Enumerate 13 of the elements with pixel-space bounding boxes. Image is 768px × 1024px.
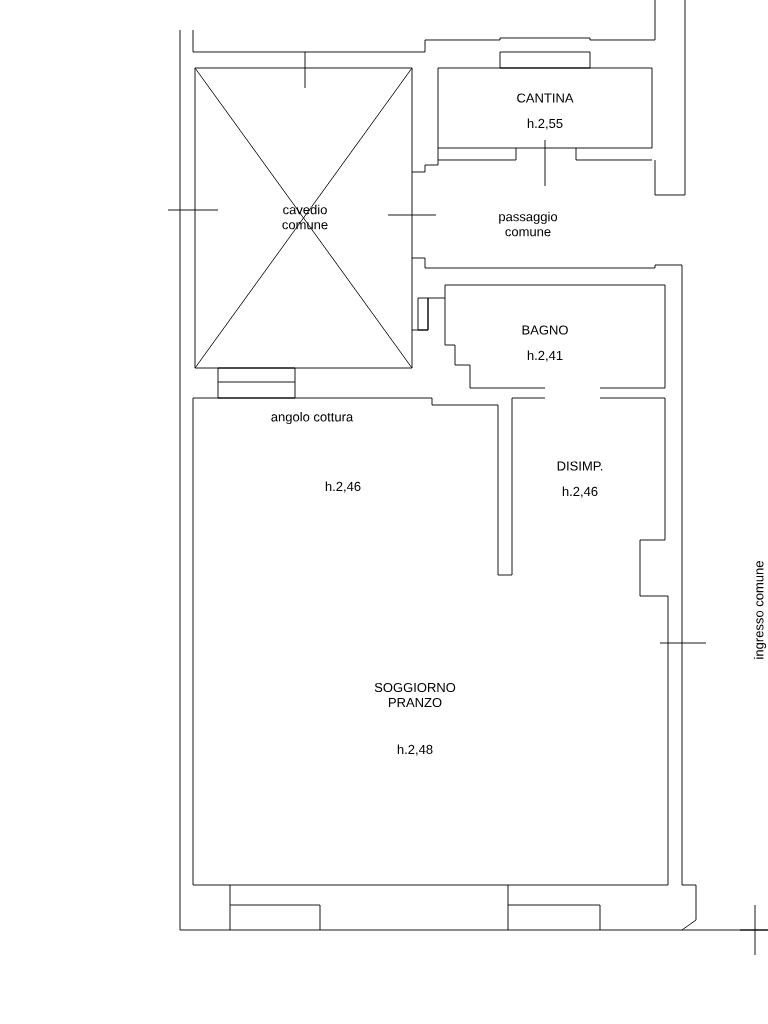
room-label: BAGNO (522, 325, 568, 335)
room-label: h.2,55 (527, 118, 563, 130)
room-label: DISIMP. (557, 461, 603, 471)
room-label: passaggio comune (499, 211, 558, 237)
room-label: cavedio comune (282, 204, 328, 230)
room-label: ingresso comune (753, 561, 767, 659)
room-label: CANTINA (517, 93, 574, 103)
room-label: h.2,48 (397, 744, 433, 756)
room-label: h.2,46 (562, 486, 598, 498)
room-label: h.2,41 (527, 350, 563, 362)
room-label: h.2,46 (325, 481, 361, 493)
room-label: SOGGIORNO PRANZO (374, 682, 456, 708)
room-label: angolo cottura (271, 411, 354, 425)
